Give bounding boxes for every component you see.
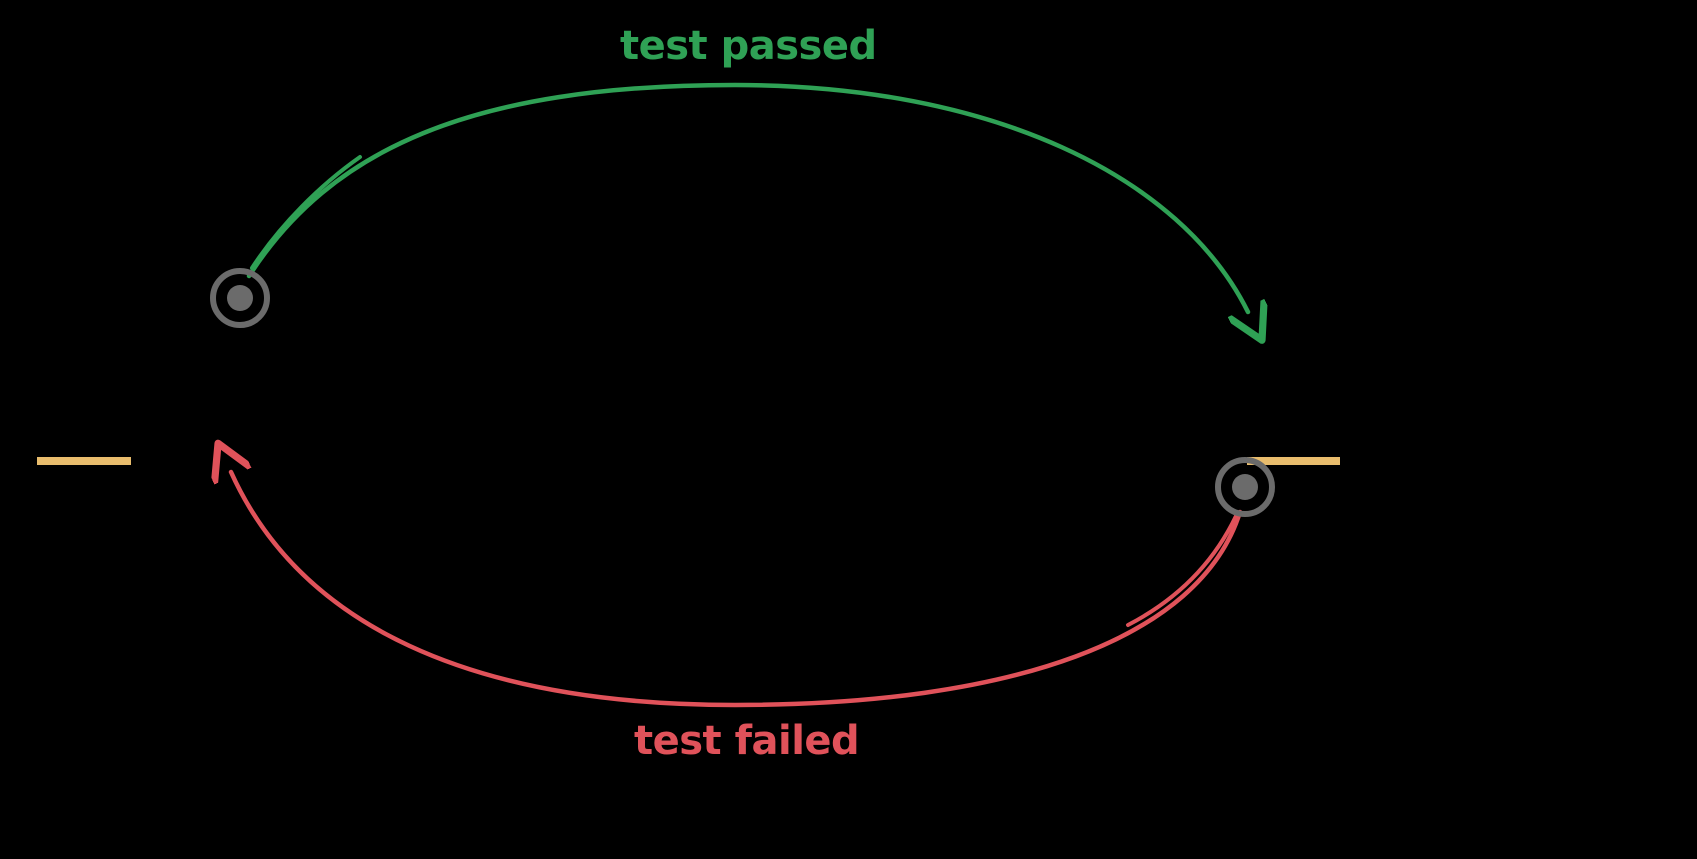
test-passed-label: test passed: [620, 23, 877, 69]
test-passed-edge-curve: [246, 82, 1248, 312]
test-passed-edge-tail: [250, 155, 362, 270]
right-state-node-dot: [1232, 474, 1258, 500]
left-state-node[interactable]: [210, 268, 270, 328]
test-failed-label: test failed: [634, 718, 860, 764]
left-state-node-ring: [210, 268, 270, 328]
right-state-node[interactable]: [1215, 457, 1275, 517]
left-state-node-dot: [227, 285, 253, 311]
test-failed-edge-curve: [231, 472, 1243, 708]
test-failed-edge-tail: [1126, 514, 1238, 627]
test-passed-edge[interactable]: [246, 82, 1248, 312]
test-failed-edge[interactable]: [231, 472, 1243, 708]
right-yellow-bar: [1247, 457, 1340, 465]
right-state-node-ring: [1215, 457, 1275, 517]
left-yellow-bar: [37, 457, 131, 465]
